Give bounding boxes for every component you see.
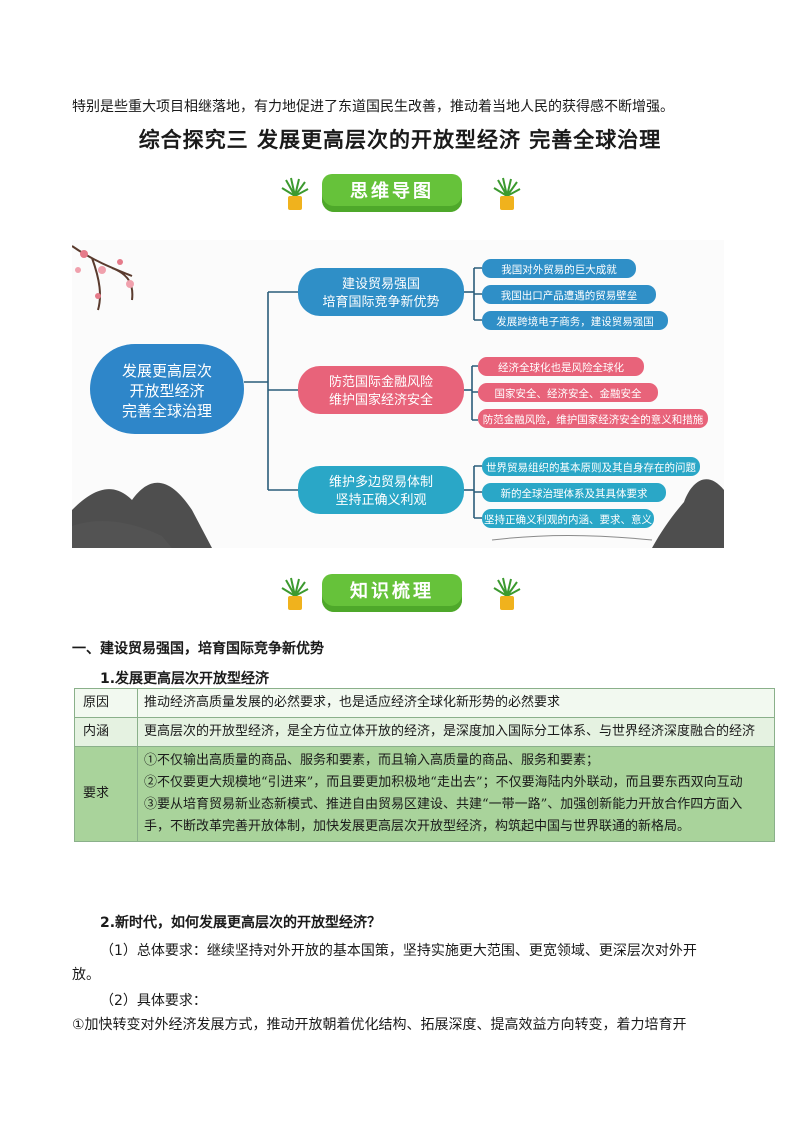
- row-content: 更高层次的开放型经济，是全方位立体开放的经济，是深度加入国际分工体系、与世界经济…: [137, 717, 775, 747]
- requirement-item: ②不仅要更大规模地“引进来”，而且要更加积极地“走出去”；不仅要海陆内外联动，而…: [144, 775, 743, 790]
- paragraph-specific: （2）具体要求：: [100, 993, 207, 1009]
- table-row: 内涵 更高层次的开放型经济，是全方位立体开放的经济，是深度加入国际分工体系、与世…: [74, 717, 775, 747]
- mindmap-banner-label: 思维导图: [350, 181, 434, 202]
- knowledge-banner-label: 知识梳理: [350, 581, 434, 602]
- table-row: 要求 ①不仅输出高质量的商品、服务和要素，而且输入高质量的商品、服务和要素； ②…: [74, 746, 775, 842]
- section-heading: 一、建设贸易强国，培育国际竞争新优势: [72, 641, 324, 657]
- leaf-1-3: 发展跨境电子商务，建设贸易强国: [496, 315, 654, 328]
- leaf-3-2: 新的全球治理体系及其具体要求: [501, 487, 648, 500]
- plant-icon: [281, 577, 309, 610]
- leaf-2-1: 经济全球化也是风险全球化: [498, 361, 624, 374]
- mindmap-branch-finance: 防范国际金融风险 维护国家经济安全 经济全球化也是风险全球化 国家安全、经济安全…: [298, 357, 708, 428]
- info-table: 原因 推动经济高质量发展的必然要求，也是适应经济全球化新形势的必然要求 内涵 更…: [74, 688, 775, 842]
- leaf-1-1: 我国对外贸易的巨大成就: [501, 263, 617, 276]
- mindmap-branch-trade: 建设贸易强国 培育国际竞争新优势 我国对外贸易的巨大成就 我国出口产品遭遇的贸易…: [298, 259, 668, 330]
- root-line-2: 开放型经济: [129, 382, 204, 400]
- branch-3-line-1: 维护多边贸易体制: [329, 474, 433, 490]
- row-content: ①不仅输出高质量的商品、服务和要素，而且输入高质量的商品、服务和要素； ②不仅要…: [137, 746, 775, 842]
- mindmap-root-node: 发展更高层次 开放型经济 完善全球治理: [90, 344, 244, 434]
- page-title: 综合探究三 发展更高层次的开放型经济 完善全球治理: [138, 128, 662, 152]
- plant-icon: [493, 577, 521, 610]
- row-label: 原因: [74, 688, 138, 718]
- mindmap-banner: 思维导图: [322, 174, 462, 212]
- branch-3-line-2: 坚持正确义利观: [335, 493, 426, 508]
- paragraph-item-1: ①加快转变对外经济发展方式，推动开放朝着优化结构、拓展深度、提高效益方向转变，着…: [72, 1017, 687, 1033]
- subsection-heading: 1.发展更高层次开放型经济: [100, 671, 270, 687]
- mindmap-branch-multilateral: 维护多边贸易体制 坚持正确义利观 世界贸易组织的基本原则及其自身存在的问题 新的…: [298, 457, 700, 528]
- leaf-3-3: 坚持正确义利观的内涵、要求、意义: [484, 513, 652, 526]
- branch-2-line-2: 维护国家经济安全: [329, 392, 433, 408]
- requirement-item: ③要从培育贸易新业态新模式、推进自由贸易区建设、共建“一带一路”、加强创新能力开…: [144, 797, 743, 834]
- root-line-1: 发展更高层次: [122, 362, 212, 380]
- branch-2-line-1: 防范国际金融风险: [329, 374, 433, 390]
- intro-paragraph: 特别是些重大项目相继落地，有力地促进了东道国民生改善，推动着当地人民的获得感不断…: [72, 99, 674, 115]
- requirement-item: ①不仅输出高质量的商品、服务和要素，而且输入高质量的商品、服务和要素；: [144, 753, 600, 768]
- leaf-3-1: 世界贸易组织的基本原则及其自身存在的问题: [486, 461, 696, 474]
- branch-1-line-2: 培育国际竞争新优势: [322, 294, 439, 310]
- row-label: 内涵: [74, 717, 138, 747]
- leaf-1-2: 我国出口产品遭遇的贸易壁垒: [501, 289, 638, 302]
- mindmap-connectors: [244, 267, 482, 519]
- row-content: 推动经济高质量发展的必然要求，也是适应经济全球化新形势的必然要求: [137, 688, 775, 718]
- paragraph-overall-line-2: 放。: [72, 967, 100, 983]
- plant-icon: [281, 177, 309, 210]
- plum-blossom-decoration: [72, 245, 134, 311]
- mind-map: 发展更高层次 开放型经济 完善全球治理 建设贸易强国 培育国际竞争新优势 我国对…: [72, 240, 724, 548]
- paragraph-overall-line-1: （1）总体要求：继续坚持对外开放的基本国策，坚持实施更大范围、更宽领域、更深层次…: [100, 943, 697, 959]
- leaf-2-3: 防范金融风险，维护国家经济安全的意义和措施: [483, 413, 704, 426]
- subsection-heading-2: 2.新时代，如何发展更高层次的开放型经济？: [100, 915, 382, 931]
- leaf-2-2: 国家安全、经济安全、金融安全: [495, 387, 642, 400]
- knowledge-banner: 知识梳理: [322, 574, 462, 612]
- root-line-3: 完善全球治理: [122, 402, 212, 420]
- plant-icon: [493, 177, 521, 210]
- row-label: 要求: [74, 746, 138, 842]
- ink-landscape-decoration: [72, 479, 724, 548]
- table-row: 原因 推动经济高质量发展的必然要求，也是适应经济全球化新形势的必然要求: [74, 688, 775, 718]
- branch-1-line-1: 建设贸易强国: [342, 277, 420, 292]
